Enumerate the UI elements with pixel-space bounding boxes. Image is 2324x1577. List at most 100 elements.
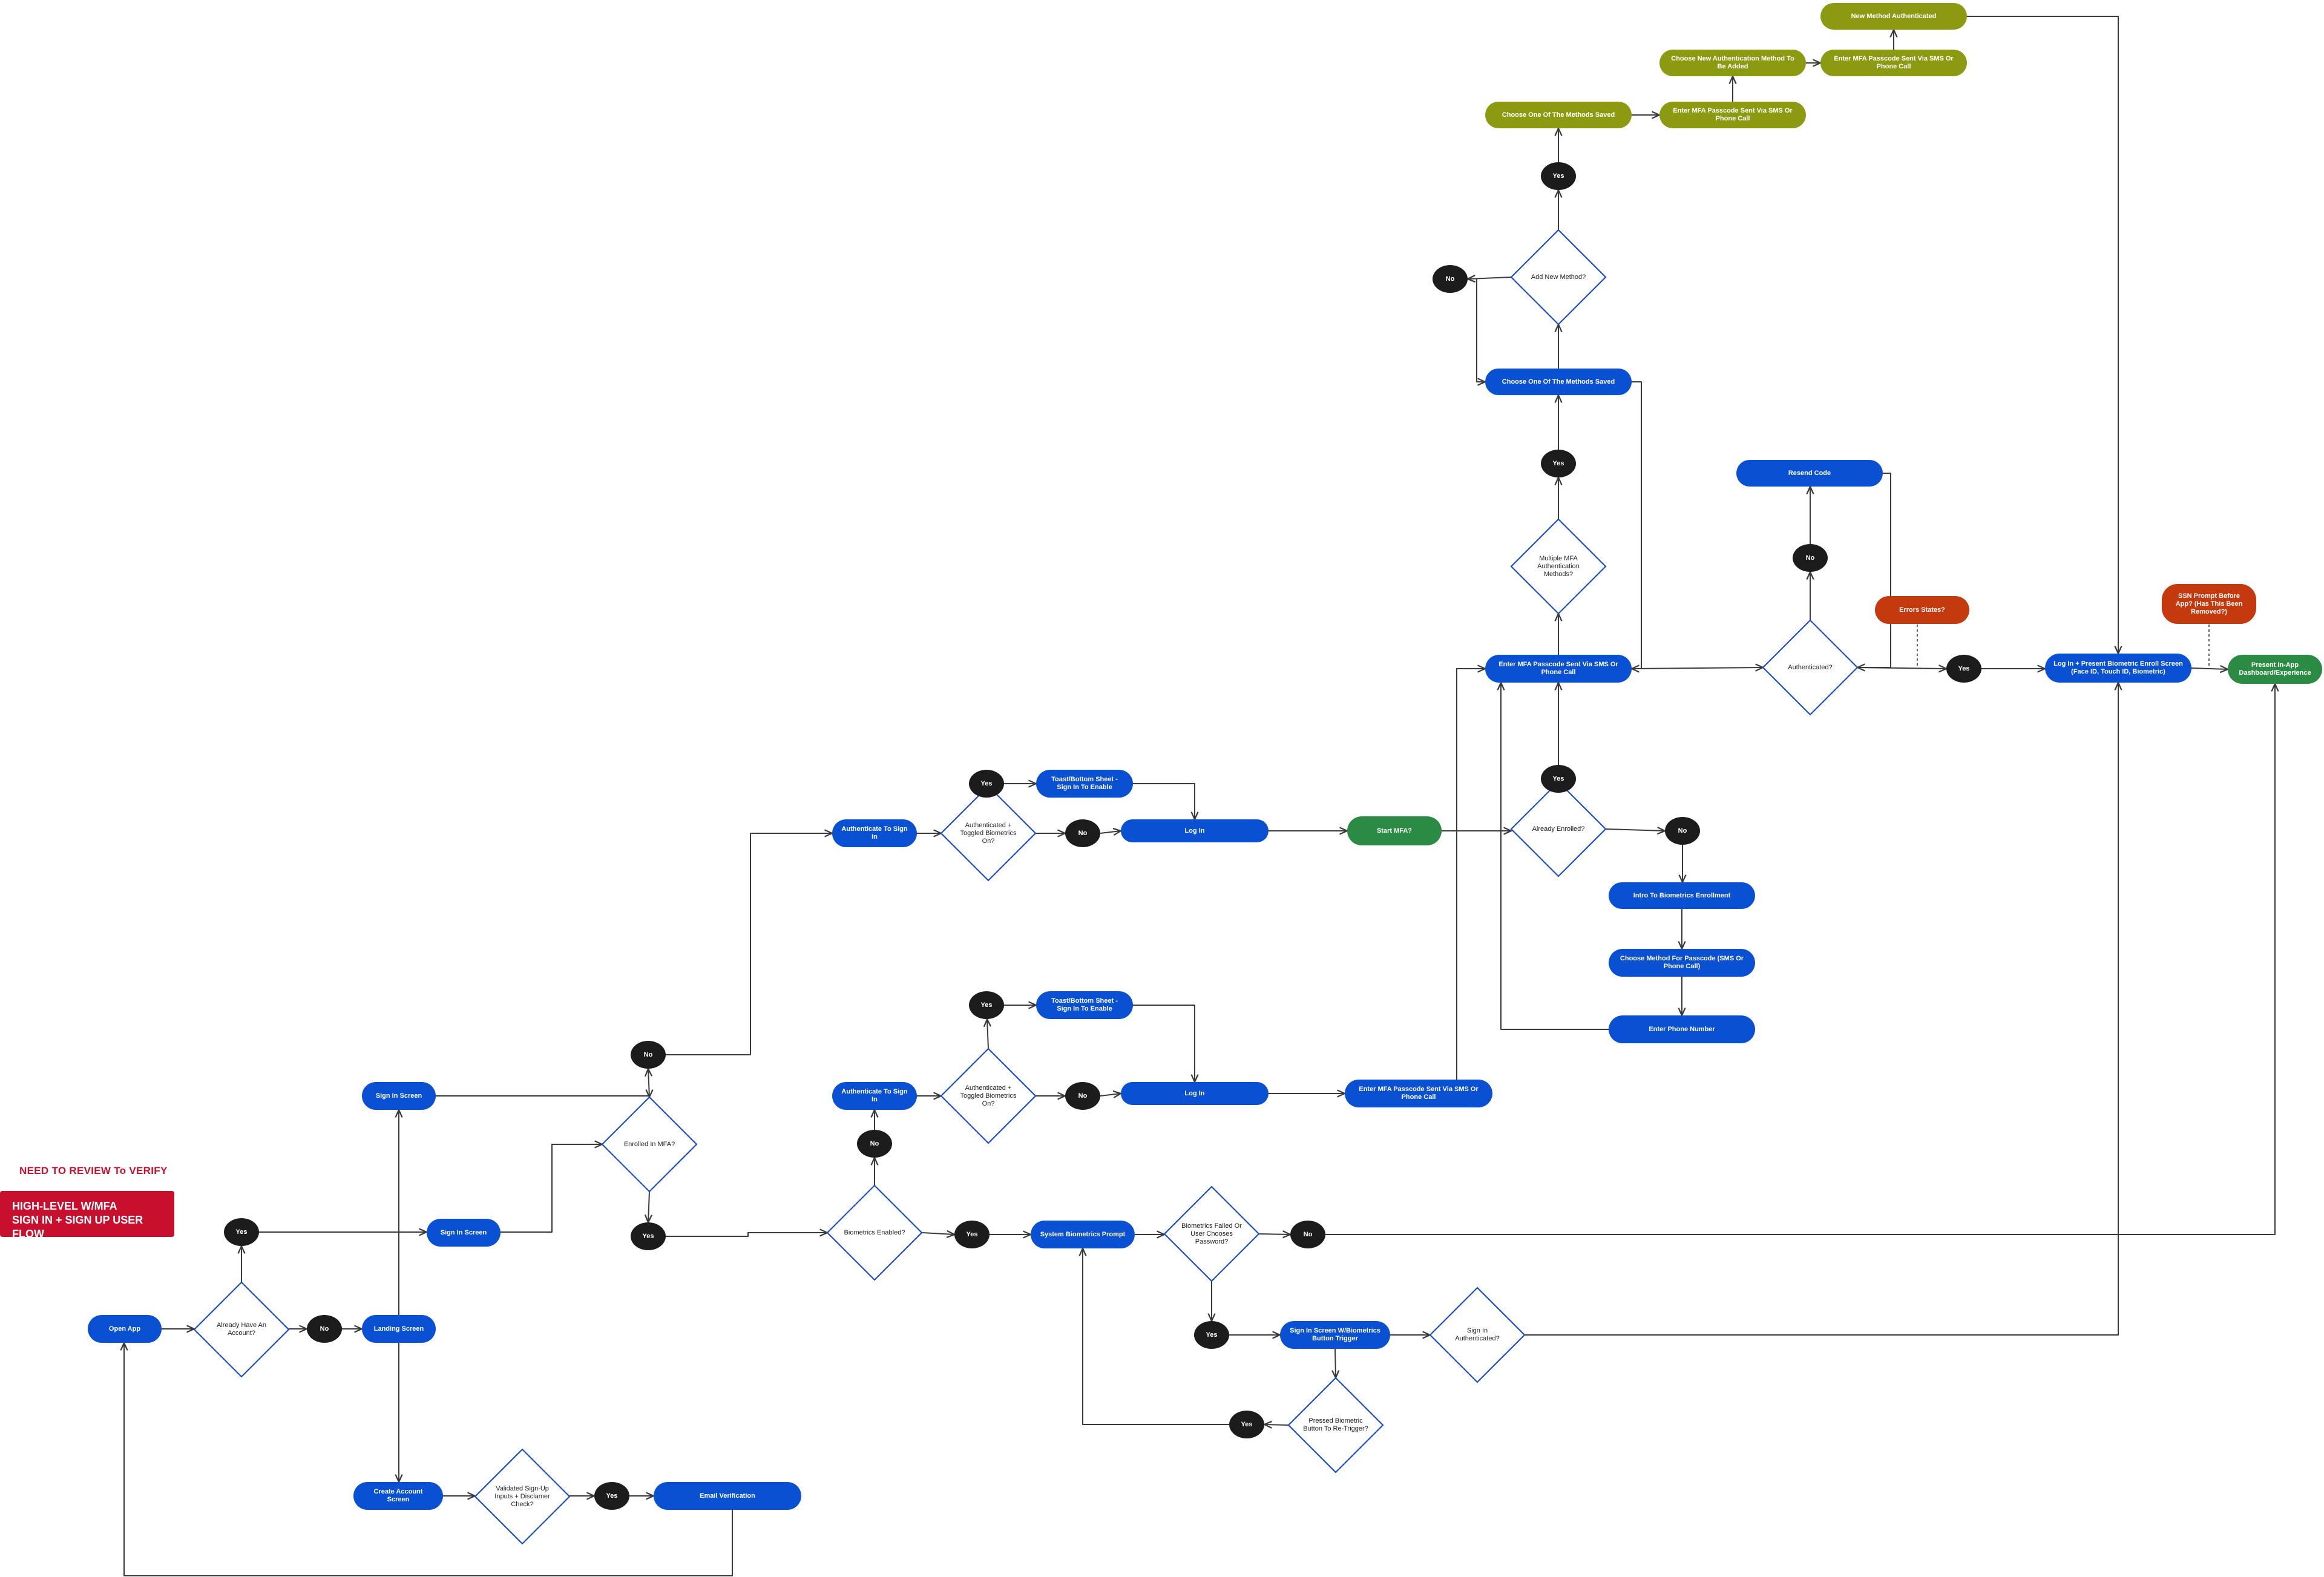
edge-signin-top-to-enrolled [436, 1096, 649, 1097]
badge-yes-bio-enabled[interactable]: Yes [954, 1221, 990, 1248]
edge-signin-bio-to-pressed [1335, 1348, 1336, 1378]
edge-bio-enabled-to-yes [921, 1233, 954, 1234]
badge-yes-validated[interactable]: Yes [594, 1482, 629, 1510]
node-choose-saved-blue[interactable]: Choose One Of The Methods Saved [1485, 369, 1632, 395]
badge-no-add-method[interactable]: No [1433, 265, 1468, 293]
diamond-shape-authenticated[interactable] [1762, 619, 1859, 716]
edge-signin-mid-to-enrolled [501, 1144, 602, 1233]
flow-title: HIGH-LEVEL W/MFA SIGN IN + SIGN UP USER … [0, 1191, 174, 1240]
node-log-in-present-bio[interactable]: Log In + Present Biometric Enroll Screen… [2045, 654, 2191, 683]
node-choose-new-method[interactable]: Choose New Authentication Method To Be A… [1659, 50, 1806, 76]
badge-no-account[interactable]: No [307, 1315, 342, 1343]
edge-sign-in-auth-to-present-bio [1525, 683, 2118, 1336]
edge-present-bio-to-dashboard [2191, 668, 2228, 669]
badge-yes-already-enrolled[interactable]: Yes [1541, 765, 1576, 793]
node-enter-mfa-bottom[interactable]: Enter MFA Passcode Sent Via SMS Or Phone… [1345, 1080, 1492, 1107]
node-sign-in-screen-top[interactable]: Sign In Screen [362, 1082, 436, 1110]
badge-yes-toggled-2[interactable]: Yes [969, 991, 1004, 1019]
flow-title-line2: SIGN IN + SIGN UP USER FLOW [12, 1214, 143, 1240]
diamond-shape-auth-toggled-1[interactable] [940, 785, 1037, 882]
badge-yes-authenticated[interactable]: Yes [1946, 655, 1981, 683]
diamond-shape-sign-in-authenticated[interactable] [1429, 1287, 1526, 1383]
diamond-shape-bio-enabled[interactable] [826, 1184, 923, 1281]
diamond-multiple-mfa: Multiple MFA Authentication Methods? [1537, 554, 1580, 578]
node-open-app[interactable]: Open App [88, 1315, 162, 1343]
node-errors-states[interactable]: Errors States? [1875, 596, 1969, 624]
diamond-auth-toggled-2: Authenticated + Toggled Biometrics On? [960, 1084, 1017, 1107]
badge-no-toggled-1[interactable]: No [1065, 819, 1100, 847]
node-landing-screen[interactable]: Landing Screen [362, 1315, 436, 1343]
edge-toast-1-to-login-1 [1133, 783, 1195, 819]
diamond-shape-validated-signup[interactable] [474, 1448, 571, 1545]
edge-no-enrolled-to-auth-1 [666, 833, 832, 1055]
diamond-shape-bio-failed[interactable] [1163, 1185, 1260, 1282]
node-choose-method-passcode[interactable]: Choose Method For Passcode (SMS Or Phone… [1609, 949, 1755, 977]
diamond-enrolled-mfa: Enrolled In MFA? [623, 1140, 675, 1148]
diamond-shape-already-enrolled[interactable] [1510, 781, 1607, 877]
node-start-mfa[interactable]: Start MFA? [1347, 816, 1442, 845]
edge-choose-blue-to-enter-mfa [1632, 381, 1642, 669]
node-auth-sign-in-1[interactable]: Authenticate To Sign In [832, 819, 917, 847]
badge-no-already-enrolled[interactable]: No [1665, 817, 1700, 845]
node-resend-code[interactable]: Resend Code [1736, 460, 1883, 487]
badge-no-authenticated[interactable]: No [1793, 544, 1828, 572]
edge-email-loop-to-open-app [124, 1343, 733, 1576]
node-create-account[interactable]: Create Account Screen [353, 1482, 443, 1510]
diamond-shape-auth-toggled-2[interactable] [940, 1048, 1037, 1144]
diamond-bio-enabled: Biometrics Enabled? [844, 1228, 905, 1236]
review-note: NEED TO REVIEW To VERIFY [19, 1165, 168, 1176]
badge-yes-multiple[interactable]: Yes [1541, 450, 1576, 477]
badge-yes-add-method[interactable]: Yes [1541, 162, 1576, 190]
node-enter-mfa-olive-1[interactable]: Enter MFA Passcode Sent Via SMS Or Phone… [1659, 102, 1806, 128]
node-sign-in-bio-btn[interactable]: Sign In Screen W/Biometrics Button Trigg… [1280, 1321, 1390, 1349]
node-toast-1[interactable]: Toast/Bottom Sheet - Sign In To Enable [1036, 770, 1133, 798]
node-system-bio[interactable]: System Biometrics Prompt [1031, 1221, 1135, 1248]
badge-yes-account[interactable]: Yes [224, 1218, 259, 1246]
diamond-shape-multiple-mfa[interactable] [1510, 518, 1607, 615]
diamond-sign-in-authenticated: Sign In Authenticated? [1455, 1327, 1500, 1342]
edge-enrolled-to-yes [648, 1191, 649, 1222]
node-ssn-prompt[interactable]: SSN Prompt Before App? (Has This Been Re… [2162, 584, 2256, 624]
edge-yes-enrolled-to-bio-enabled [666, 1233, 827, 1237]
edge-enter-mfa-to-authenticated [1631, 667, 1763, 669]
diamond-shape-add-new-method[interactable] [1510, 229, 1607, 326]
edge-no-add-to-choose-blue [1476, 279, 1485, 382]
badge-yes-toggled-1[interactable]: Yes [969, 770, 1004, 798]
edge-toggled-2-to-yes [987, 1019, 988, 1049]
edge-yes-pressed-to-system [1083, 1248, 1229, 1425]
badge-yes-bio-failed[interactable]: Yes [1194, 1321, 1229, 1349]
diamond-authenticated: Authenticated? [1788, 663, 1833, 671]
edge-new-method-to-present-bio [1967, 16, 2118, 654]
node-sign-in-screen-mid[interactable]: Sign In Screen [427, 1219, 501, 1247]
edge-no-failed-to-dashboard [1325, 684, 2275, 1235]
diamond-shape-pressed-bio[interactable] [1287, 1377, 1384, 1474]
badge-yes-enrolled[interactable]: Yes [631, 1222, 666, 1250]
node-log-in-1[interactable]: Log In [1121, 819, 1269, 842]
node-enter-mfa-olive-2[interactable]: Enter MFA Passcode Sent Via SMS Or Phone… [1820, 50, 1967, 76]
edge-enter-phone-to-enter-mfa [1501, 683, 1609, 1030]
node-present-dashboard[interactable]: Present In-App Dashboard/Experience [2228, 655, 2322, 684]
badge-no-toggled-2[interactable]: No [1065, 1082, 1100, 1110]
edge-resend-to-authenticated [1857, 473, 1891, 667]
diamond-shape-already-account[interactable] [193, 1281, 290, 1378]
edge-toast-2-to-login-2 [1133, 1005, 1195, 1082]
edge-no-2-to-login-2 [1100, 1093, 1121, 1096]
badge-no-enrolled[interactable]: No [631, 1041, 666, 1069]
edge-enter-mfa-bottom-to-main [1456, 669, 1485, 1080]
badge-no-bio-failed[interactable]: No [1290, 1221, 1325, 1248]
node-choose-saved-olive[interactable]: Choose One Of The Methods Saved [1485, 102, 1632, 128]
node-enter-mfa-main[interactable]: Enter MFA Passcode Sent Via SMS Or Phone… [1485, 655, 1632, 683]
diamond-shape-enrolled-mfa[interactable] [601, 1096, 698, 1193]
node-toast-2[interactable]: Toast/Bottom Sheet - Sign In To Enable [1036, 991, 1133, 1019]
node-new-method-auth[interactable]: New Method Authenticated [1820, 3, 1967, 30]
flow-title-line1: HIGH-LEVEL W/MFA [12, 1200, 117, 1212]
node-log-in-2[interactable]: Log In [1121, 1082, 1269, 1105]
badge-no-bio-enabled[interactable]: No [857, 1130, 892, 1158]
node-email-verification[interactable]: Email Verification [654, 1482, 801, 1510]
node-intro-bio[interactable]: Intro To Biometrics Enrollment [1609, 882, 1755, 909]
edge-enrolled-to-no [648, 1069, 649, 1098]
badge-yes-pressed[interactable]: Yes [1229, 1411, 1264, 1438]
node-enter-phone[interactable]: Enter Phone Number [1609, 1015, 1755, 1043]
node-auth-sign-in-2[interactable]: Authenticate To Sign In [832, 1082, 917, 1110]
